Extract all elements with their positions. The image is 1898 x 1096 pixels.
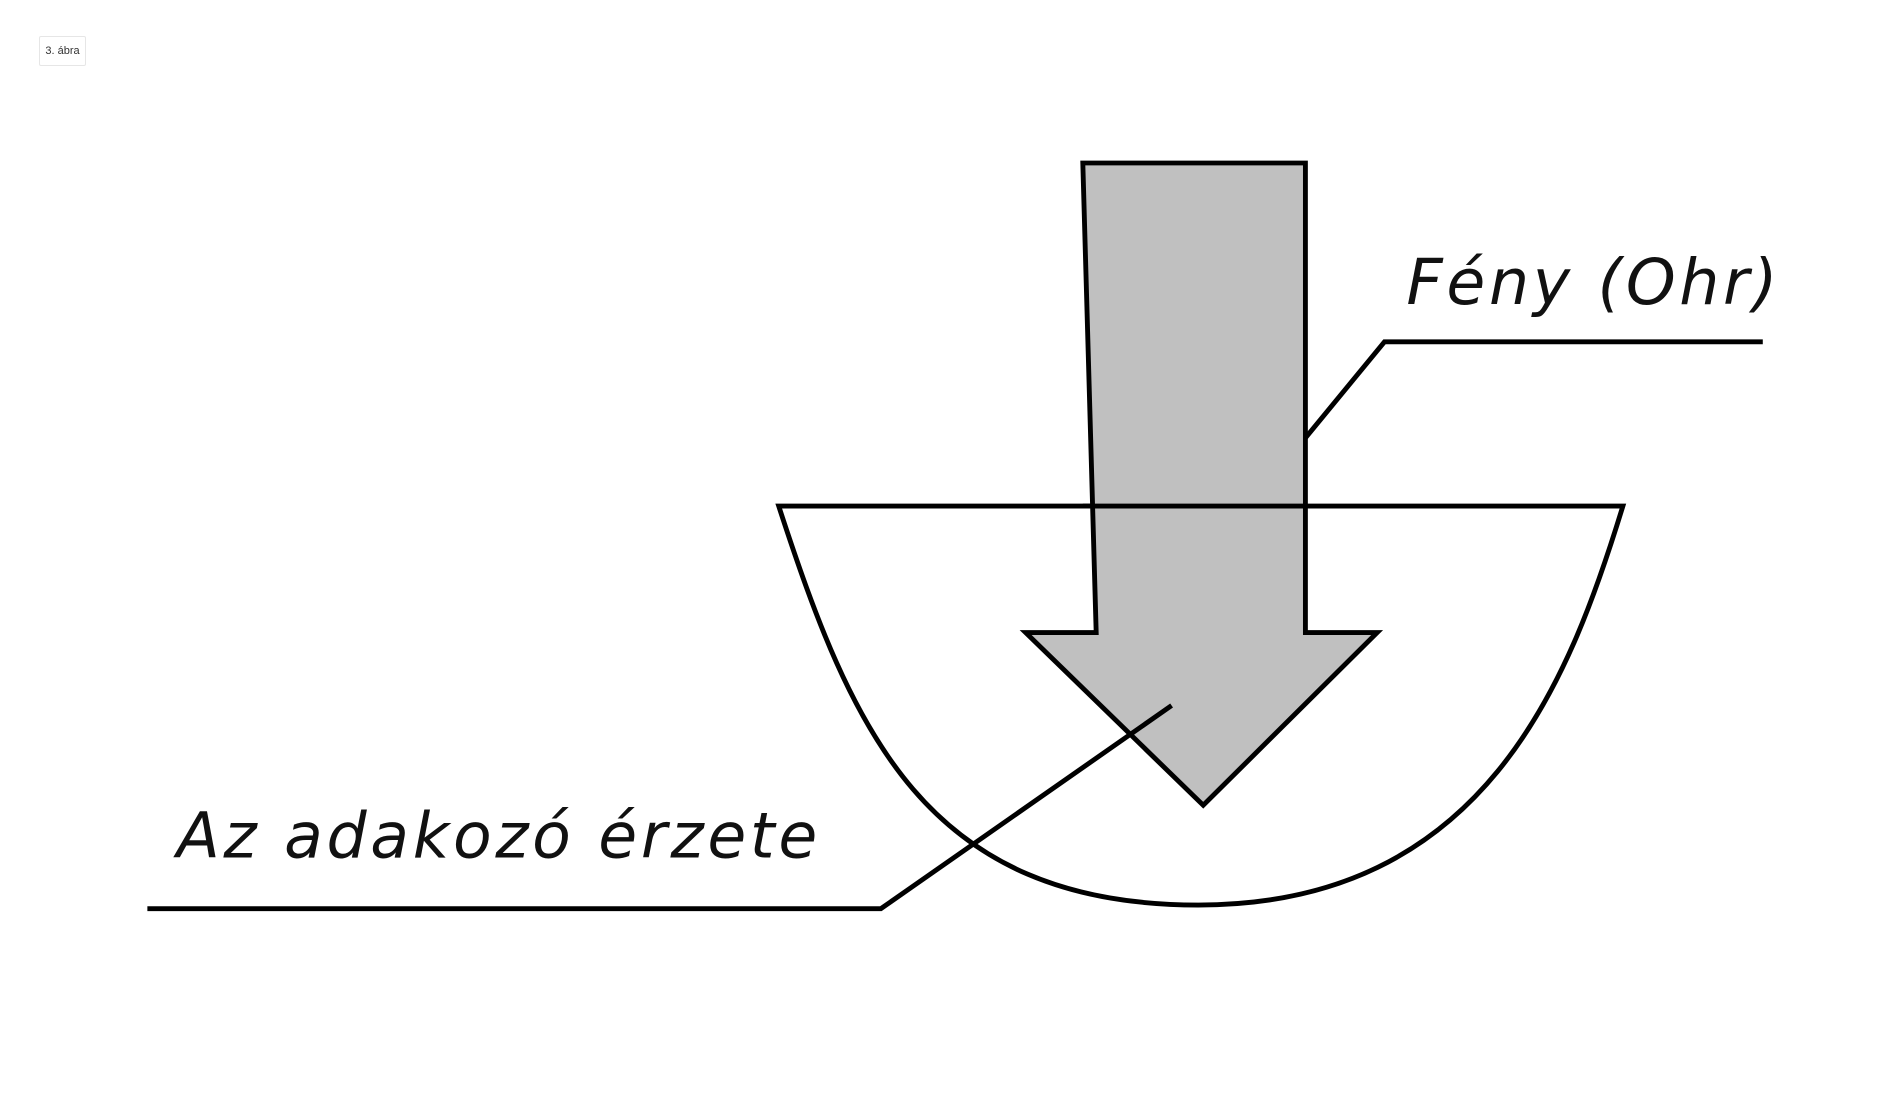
vessel-bowl xyxy=(775,503,1627,908)
light-label: Fény (Ohr) xyxy=(1406,245,1781,319)
figure-label: 3. ábra xyxy=(39,36,86,66)
light-arrow xyxy=(1019,160,1384,809)
giver-feeling-label: Az adakozó érzete xyxy=(173,799,821,873)
giver-leader-line xyxy=(147,703,1173,912)
light-leader-line xyxy=(1303,339,1763,440)
